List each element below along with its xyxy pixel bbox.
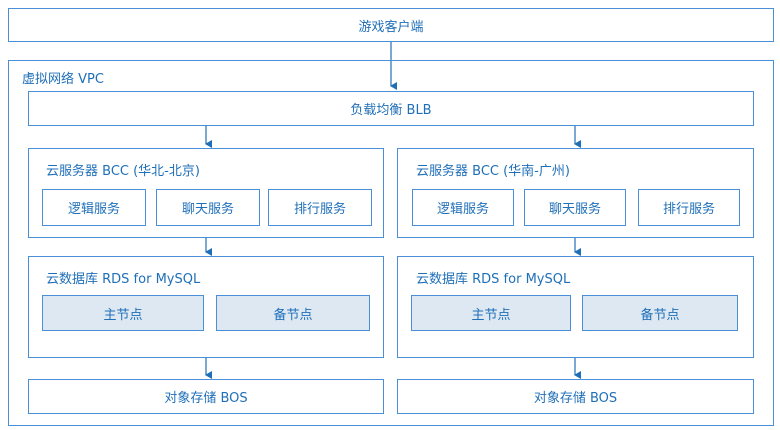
bos-label: 对象存储 BOS <box>533 391 618 406</box>
rds-title-region-0: 云数据库 RDS for MySQL <box>46 272 201 287</box>
service-label: 聊天服务 <box>548 202 601 217</box>
service-label: 排行服务 <box>662 202 715 217</box>
service-box: 逻辑服务 <box>42 189 146 226</box>
primary-node-label: 主节点 <box>103 307 143 323</box>
standby-node-label: 备节点 <box>273 307 313 323</box>
bos-label: 对象存储 BOS <box>164 391 248 406</box>
vpc-container <box>8 60 774 426</box>
primary-node-box: 主节点 <box>411 295 571 331</box>
standby-node-box: 备节点 <box>216 295 370 331</box>
service-label: 逻辑服务 <box>436 202 489 217</box>
bos-box-region-1: 对象存储 BOS <box>397 379 754 414</box>
service-box: 排行服务 <box>638 189 740 226</box>
standby-node-label: 备节点 <box>640 307 680 323</box>
primary-node-box: 主节点 <box>42 295 204 331</box>
rds-title-region-1: 云数据库 RDS for MySQL <box>416 272 571 287</box>
vpc-label: 虚拟网络 VPC <box>22 72 104 87</box>
service-label: 排行服务 <box>293 202 346 217</box>
bos-box-region-0: 对象存储 BOS <box>28 379 384 414</box>
load-balancer-label: 负载均衡 BLB <box>350 103 432 118</box>
service-label: 逻辑服务 <box>67 202 120 217</box>
service-box: 排行服务 <box>268 189 372 226</box>
game-client-box: 游戏客户端 <box>8 8 774 42</box>
load-balancer-box: 负载均衡 BLB <box>28 91 754 126</box>
service-box: 聊天服务 <box>156 189 260 226</box>
primary-node-label: 主节点 <box>471 307 511 323</box>
service-box: 聊天服务 <box>524 189 626 226</box>
game-client-label: 游戏客户端 <box>358 19 424 35</box>
service-box: 逻辑服务 <box>412 189 514 226</box>
standby-node-box: 备节点 <box>582 295 738 331</box>
bcc-title-region-0: 云服务器 BCC (华北-北京) <box>46 164 200 179</box>
service-label: 聊天服务 <box>181 202 234 217</box>
bcc-title-region-1: 云服务器 BCC (华南-广州) <box>416 164 570 179</box>
